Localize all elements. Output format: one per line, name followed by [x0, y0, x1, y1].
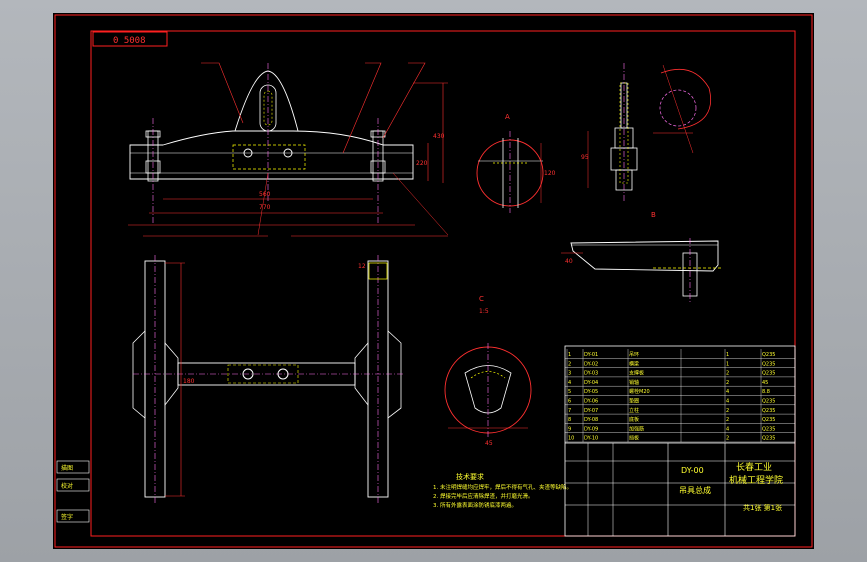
side-view: 95: [581, 63, 711, 203]
dim-430: 430: [433, 133, 445, 140]
bom-cell: 加强筋: [629, 425, 644, 432]
front-view: 770 560 430 220: [128, 62, 449, 237]
bom-cell: DY-07: [584, 408, 598, 414]
bom-cell: 5: [568, 389, 571, 395]
drawing-svg: 0 5008 描图 校对 签字: [54, 14, 813, 548]
bom-cell: 垫圈: [629, 398, 639, 405]
bom-cell: Q235: [762, 361, 775, 367]
bom-cell: Q235: [762, 417, 775, 423]
bom-cell: 10: [568, 436, 574, 442]
note-1: 1. 未注明焊缝均应焊牢，焊后不得有气孔、夹渣等缺陷。: [433, 483, 572, 491]
bom-cell: DY-10: [584, 436, 598, 442]
dim-12: 12: [358, 263, 366, 270]
bom-cell: 1: [726, 361, 729, 367]
dim-95: 95: [581, 154, 589, 161]
bom-cell: 4: [726, 399, 729, 405]
bom-cell: 4: [568, 380, 571, 386]
bom-cell: DY-09: [584, 426, 598, 432]
bom-cell: 吊环: [629, 352, 639, 358]
bom-cell: Q235: [762, 436, 775, 442]
section-c-circle: C 1:5 45: [444, 295, 532, 447]
dim-40: 40: [565, 258, 573, 265]
bom-cell: 2: [726, 380, 729, 386]
bom-cell: 挡板: [629, 435, 639, 442]
section-a-label: A: [505, 113, 510, 121]
company-line-2: 机械工程学院: [729, 474, 783, 486]
bom-cell: 7: [568, 408, 571, 414]
bom-cell: 支撑板: [629, 370, 644, 377]
bom-cell: DY-02: [584, 361, 598, 367]
bom-cell: 2: [726, 408, 729, 414]
bom-cell: 2: [726, 371, 729, 377]
bom-cell: DY-06: [584, 399, 598, 405]
bom-cell: 2: [726, 417, 729, 423]
bom-cell: Q235: [762, 371, 775, 377]
bom-cell: 1: [568, 352, 571, 358]
bom-cell: Q235: [762, 352, 775, 358]
bom-cell: 45: [762, 380, 768, 386]
bom-cell: Q235: [762, 399, 775, 405]
bom-cell: DY-05: [584, 389, 598, 395]
bom-cell: 横梁: [629, 360, 639, 367]
bom-cell: 2: [726, 436, 729, 442]
inner-frame: [90, 30, 796, 537]
section-c-scale: 1:5: [479, 308, 489, 315]
bom-cell: 螺栓M20: [629, 388, 650, 395]
drawing-number: DY-00: [681, 466, 704, 475]
bom-cell: 销轴: [629, 379, 639, 386]
note-2: 2. 焊接完毕后应清除焊渣，并打磨光滑。: [433, 492, 534, 500]
bom-cell: 立柱: [629, 407, 639, 414]
dim-220: 220: [416, 160, 428, 167]
bom-cell: 4: [726, 426, 729, 432]
section-a-circle: A 120: [476, 113, 556, 213]
outer-frame: [54, 14, 813, 548]
section-b: B 40: [561, 211, 723, 303]
bom-cell: 1: [726, 352, 729, 358]
bom-cell: Q235: [762, 408, 775, 414]
side-box-2: 校对: [61, 482, 73, 490]
plan-view: 180 12: [132, 255, 403, 503]
bom-cell: 6: [568, 399, 571, 405]
bom-cell: 8.8: [762, 389, 770, 395]
dim-770: 770: [259, 204, 271, 211]
side-box-1: 描图: [61, 464, 73, 472]
bom-cell: 底板: [629, 416, 639, 423]
section-c-label: C: [479, 295, 484, 303]
bom-cell: DY-08: [584, 417, 598, 423]
dim-180: 180: [183, 378, 195, 385]
side-boxes: 描图 校对 签字: [56, 460, 90, 523]
side-box-3: 签字: [61, 513, 73, 521]
sheet-label: 共1张 第1张: [743, 503, 782, 512]
dim-45: 45: [485, 440, 493, 447]
bom-cell: 2: [568, 361, 571, 367]
part-name: 吊具总成: [679, 485, 711, 495]
bom-cell: DY-01: [584, 352, 598, 358]
bom-cell: DY-03: [584, 371, 598, 377]
dim-120: 120: [544, 170, 556, 177]
bom-cell: Q235: [762, 426, 775, 432]
notes-title: 技术要求: [456, 472, 484, 481]
company-line-1: 长春工业: [736, 461, 772, 473]
bom-cell: 8: [568, 417, 571, 423]
dim-560: 560: [259, 191, 271, 198]
bom-cell: 9: [568, 426, 571, 432]
bom-cell: 4: [726, 389, 729, 395]
drawing-canvas[interactable]: 0 5008 描图 校对 签字: [53, 13, 814, 549]
section-b-label: B: [651, 211, 656, 219]
tech-notes: 技术要求 1. 未注明焊缝均应焊牢，焊后不得有气孔、夹渣等缺陷。 2. 焊接完毕…: [433, 472, 572, 509]
code-box: 0 5008: [92, 31, 168, 47]
note-3: 3. 所有外露表面涂防锈底漆两遍。: [433, 501, 517, 509]
bom-cell: DY-04: [584, 380, 598, 386]
bom-cell: 3: [568, 371, 571, 377]
code-box-text: 0 5008: [113, 36, 146, 46]
